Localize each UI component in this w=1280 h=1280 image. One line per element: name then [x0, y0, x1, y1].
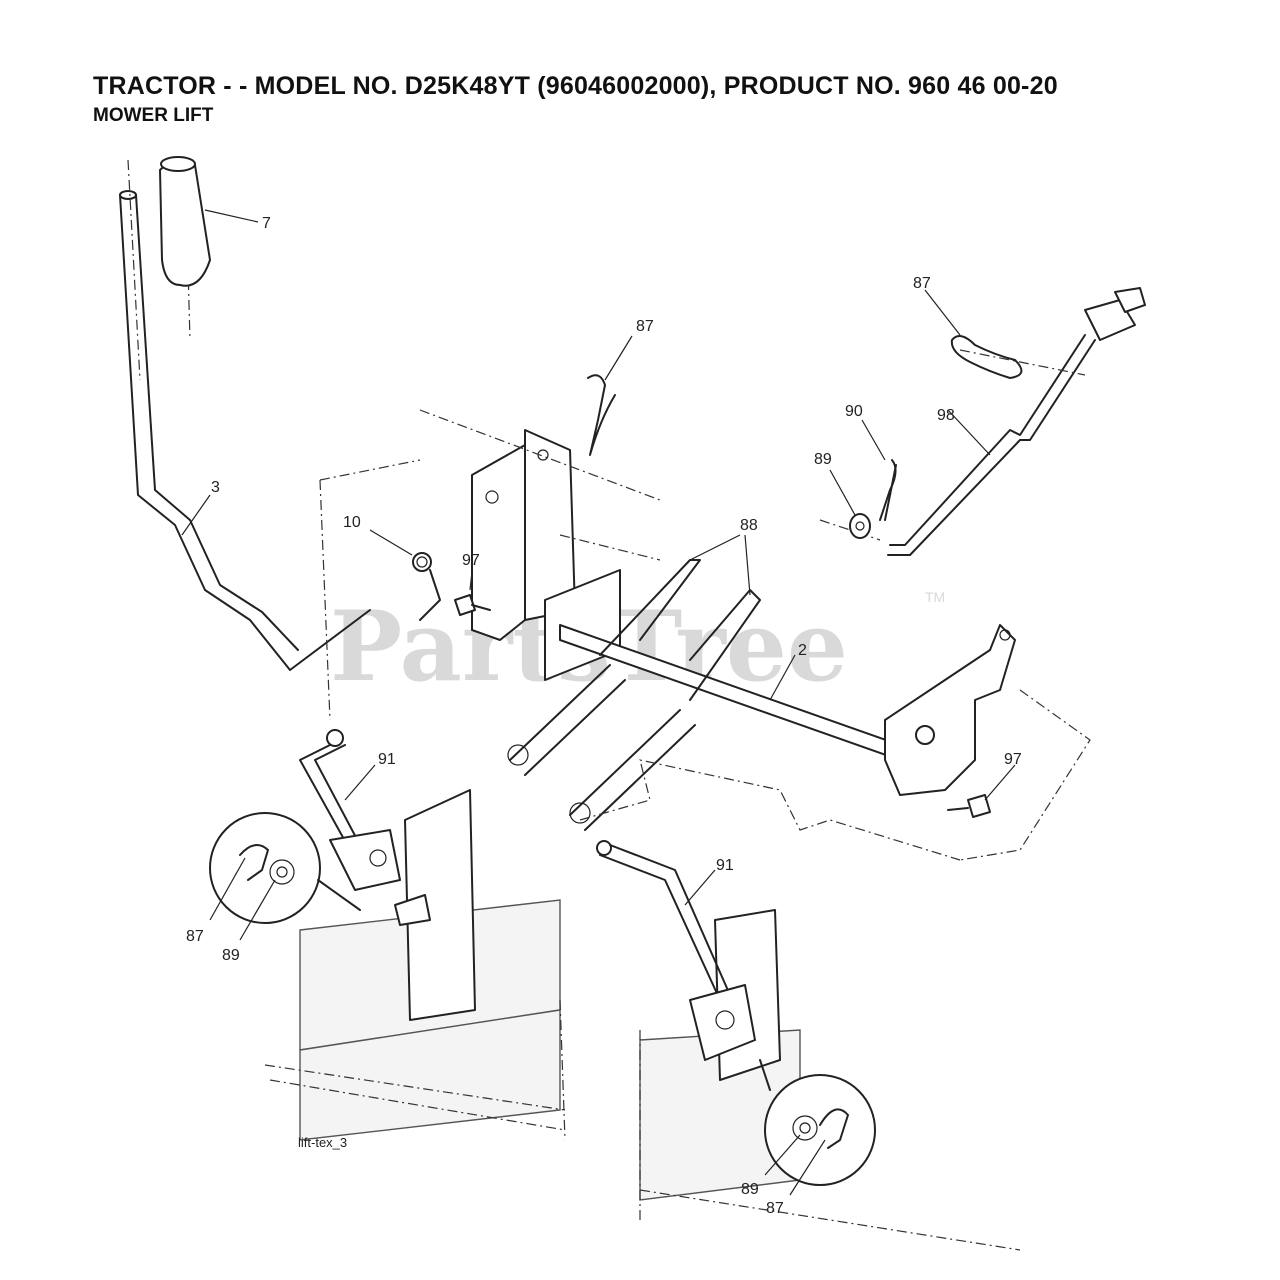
frame-right [559, 909, 1021, 1251]
callout-7: 7 [262, 215, 271, 232]
section-subtitle: MOWER LIFT [93, 105, 214, 126]
clip-87-top [587, 374, 616, 456]
right-bracket [884, 624, 1091, 861]
lift-link-91-left [299, 729, 431, 926]
height-adjust-rod-98 [819, 287, 1146, 556]
bolt-97-left [454, 594, 491, 616]
callout-87-top: 87 [636, 318, 654, 335]
watermark-tm: TM [925, 589, 945, 605]
callout-87-bottom: 87 [766, 1200, 784, 1217]
clip-87-right [950, 335, 1023, 379]
callouts: 7 3 10 97 87 88 2 87 90 89 98 97 91 87 8… [186, 215, 1022, 1217]
callout-3: 3 [211, 479, 220, 496]
page-title: TRACTOR - - MODEL NO. D25K48YT (96046002… [93, 72, 1058, 100]
detail-circle-right [759, 1059, 876, 1186]
callout-97-right: 97 [1004, 751, 1022, 768]
callout-98: 98 [937, 407, 955, 424]
lever-grip-7 [159, 156, 211, 287]
center-bracket [319, 409, 661, 681]
callout-87-left: 87 [186, 928, 204, 945]
leader-lines [181, 209, 1016, 1196]
torsion-spring-10 [412, 552, 441, 621]
lift-lever-3 [119, 159, 371, 721]
detail-circle-left [209, 812, 361, 924]
callout-89-right: 89 [741, 1181, 759, 1198]
callout-88: 88 [740, 517, 758, 534]
lift-link-91-right [596, 840, 756, 1061]
callout-2: 2 [798, 642, 807, 659]
washer-89-top [849, 513, 871, 539]
callout-97-left: 97 [462, 552, 480, 569]
callout-87-right: 87 [913, 275, 931, 292]
callout-90: 90 [845, 403, 863, 420]
callout-91-right: 91 [716, 857, 734, 874]
bolt-97-right [947, 794, 991, 818]
callout-91-left: 91 [378, 751, 396, 768]
hairpin-90 [879, 459, 897, 521]
lift-springs-88 [507, 534, 761, 831]
callout-89-left: 89 [222, 947, 240, 964]
callout-10: 10 [343, 514, 361, 531]
callout-89-top: 89 [814, 451, 832, 468]
figure-code: lift-tex_3 [298, 1135, 347, 1150]
frame-left [264, 789, 566, 1141]
